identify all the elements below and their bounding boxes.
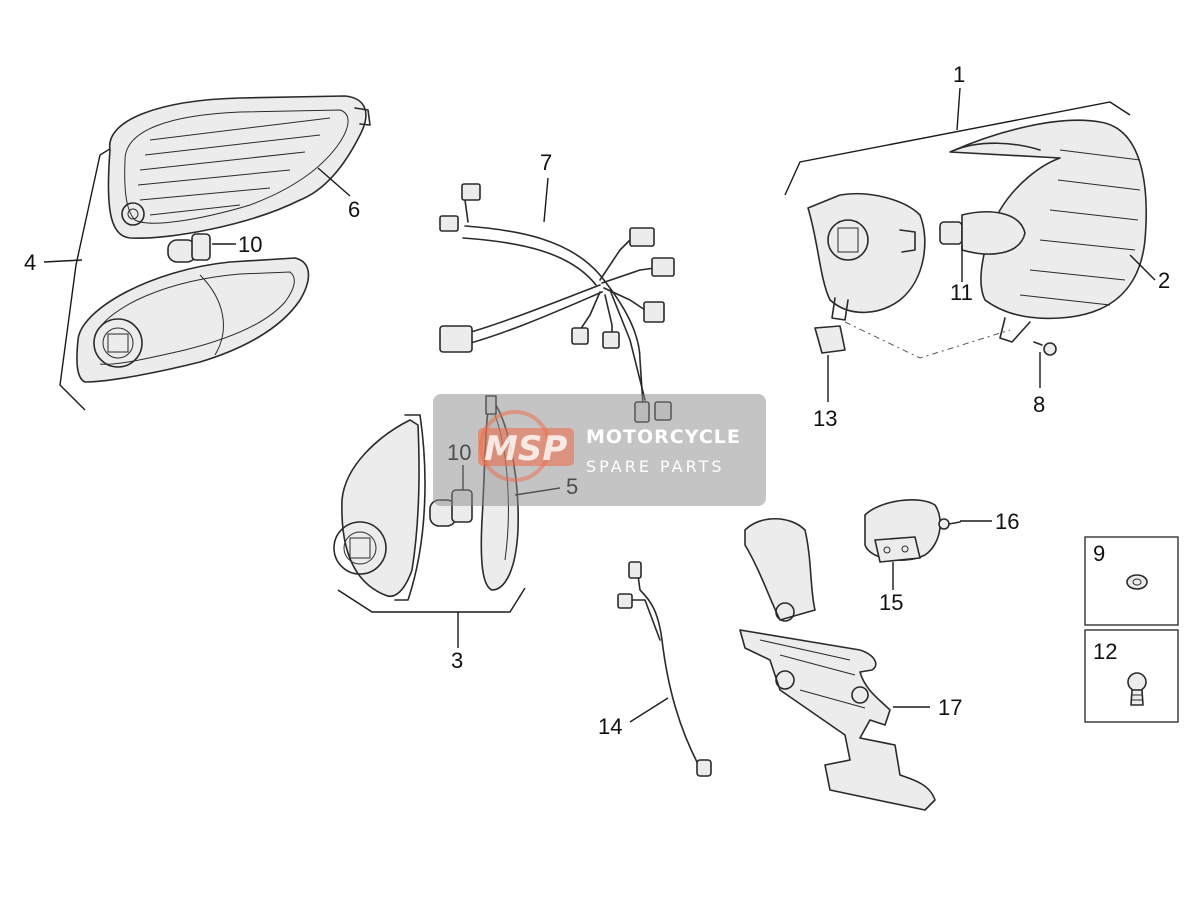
part-3-indicator-housing: [333, 414, 526, 648]
part-16-screw: [938, 518, 992, 530]
callout-12: 12: [1093, 639, 1117, 664]
callout-8: 8: [1033, 392, 1045, 417]
part-17-plate-holder: [739, 518, 936, 811]
leader-14: [629, 697, 669, 723]
watermark-line1: MOTORCYCLE: [586, 426, 741, 448]
bracket-3: [337, 587, 526, 613]
leader-6: [317, 167, 351, 197]
part-14-cable: [617, 561, 712, 777]
callout-1: 1: [953, 62, 965, 87]
part-7-wiring-harness: [439, 177, 675, 423]
alignment-line: [844, 321, 1011, 359]
callout-2: 2: [1158, 268, 1170, 293]
part-group-1: [784, 87, 1131, 196]
leader-2: [1129, 254, 1156, 281]
callout-10-upper: 10: [238, 232, 262, 257]
callout-16: 16: [995, 509, 1019, 534]
part-8-screw: [1033, 341, 1057, 388]
inset-box-12: [1084, 629, 1179, 723]
callout-4: 4: [24, 250, 36, 275]
watermark: MSP MOTORCYCLE SPARE PARTS: [433, 394, 766, 506]
callout-17: 17: [938, 695, 962, 720]
leader-7: [543, 177, 549, 223]
callout-9: 9: [1093, 541, 1105, 566]
part-15-plate-light: [864, 499, 941, 590]
callout-3: 3: [451, 648, 463, 673]
part-10-bulb-upper: [167, 233, 236, 263]
callout-13: 13: [813, 406, 837, 431]
part-1-headlight-reflector: [807, 192, 1011, 359]
leader-4: [43, 259, 83, 263]
part-2-headlight-lens: [949, 119, 1156, 343]
callout-7: 7: [540, 150, 552, 175]
watermark-logo-badge: [478, 428, 574, 466]
callout-6: 6: [348, 197, 360, 222]
part-13-clip: [814, 325, 846, 402]
part-6-indicator-lens: [107, 95, 371, 239]
leader-1: [956, 87, 961, 131]
inset-box-9: [1084, 536, 1179, 626]
part-4-indicator-housing: [76, 257, 310, 383]
bracket-1: [784, 101, 1131, 196]
part-11-headlight-bulb: [939, 211, 1026, 282]
callout-14: 14: [598, 714, 622, 739]
watermark-logo-text: MSP: [484, 429, 567, 469]
watermark-line2: SPARE PARTS: [586, 457, 725, 476]
callout-15: 15: [879, 590, 903, 615]
callout-11: 11: [950, 280, 973, 305]
